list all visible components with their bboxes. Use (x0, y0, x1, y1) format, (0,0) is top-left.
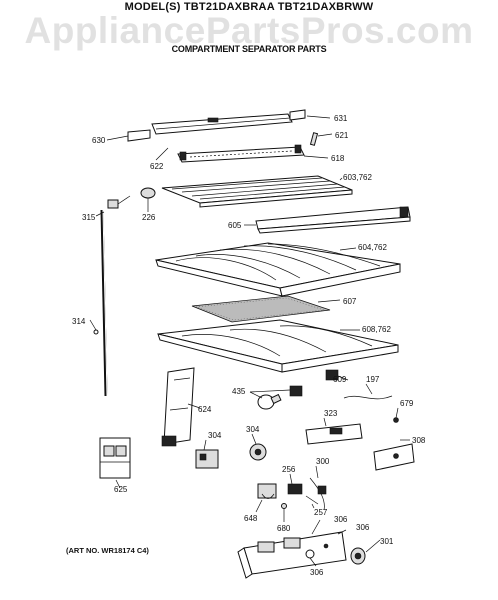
part-256-overload (287, 483, 303, 495)
callout-607: 607 (343, 297, 357, 306)
watermark: AppliancePartsPros.com (24, 10, 474, 51)
callout-680: 680 (277, 524, 291, 533)
callout-306-a: 306 (334, 515, 348, 524)
callout-197: 197 (366, 375, 380, 384)
part-631-insert (289, 109, 306, 121)
part-197-harness (343, 395, 393, 400)
callout-257: 257 (314, 508, 328, 517)
callout-304-b: 304 (246, 425, 260, 434)
part-308-switch (373, 443, 415, 471)
part-226-clip (140, 187, 156, 199)
callout-256: 256 (282, 465, 296, 474)
part-314-rod (93, 209, 108, 397)
callout-624: 624 (198, 405, 212, 414)
callout-679: 679 (400, 399, 414, 408)
part-301-knob (350, 547, 366, 565)
callout-625: 625 (114, 485, 128, 494)
callout-621: 621 (335, 131, 349, 140)
callout-435: 435 (232, 387, 246, 396)
callout-618: 618 (331, 154, 345, 163)
part-304-block-a (195, 449, 219, 469)
callout-314: 314 (72, 317, 86, 326)
callout-323: 323 (324, 409, 338, 418)
callout-608: 608,762 (362, 325, 391, 334)
callout-306-b: 306 (356, 523, 370, 532)
part-648-relay (257, 483, 277, 499)
part-315-hinge (107, 195, 131, 209)
part-306-housing (237, 531, 347, 579)
callout-304-a: 304 (208, 431, 222, 440)
callout-609: 609 (333, 375, 347, 384)
callout-631: 631 (334, 114, 348, 123)
part-680-screw (281, 503, 287, 509)
callout-306-c: 306 (310, 568, 324, 577)
part-624-duct (161, 367, 195, 447)
part-323-bracket (305, 423, 363, 445)
callout-630: 630 (92, 136, 106, 145)
part-257-wire (305, 495, 319, 505)
part-618-rail (177, 144, 305, 163)
callout-622: 622 (150, 162, 164, 171)
part-604-divider-pan (155, 242, 401, 297)
callout-301: 301 (380, 537, 394, 546)
part-605-channel (255, 206, 411, 234)
part-625-damper (99, 437, 131, 479)
art-number: (ART NO. WR18174 C4) (66, 546, 149, 555)
model-title: MODEL(S) TBT21DAXBRAA TBT21DAXBRWW (124, 1, 374, 13)
part-621-pin (309, 132, 319, 146)
part-435-lamp (257, 385, 303, 410)
callout-315: 315 (82, 213, 96, 222)
part-630-cover (127, 129, 151, 142)
callout-605: 605 (228, 221, 242, 230)
callout-308: 308 (412, 436, 426, 445)
part-679-screw (393, 417, 399, 423)
part-609-clip (325, 369, 339, 381)
leader-lines (89, 115, 410, 567)
part-608-bottom-pan (157, 319, 399, 373)
callout-603: 603,762 (343, 173, 372, 182)
part-300-plug (309, 477, 327, 511)
part-603-shelf (161, 175, 353, 208)
part-607-insulation (191, 295, 331, 323)
callout-labels: 631 630 621 622 618 603,762 315 226 605 … (72, 114, 426, 577)
callout-300: 300 (316, 457, 330, 466)
section-title: COMPARTMENT SEPARATOR PARTS (171, 44, 327, 54)
callout-648: 648 (244, 514, 258, 523)
callout-226: 226 (142, 213, 156, 222)
part-622-top-frame (151, 113, 293, 135)
part-304-block-b (249, 443, 267, 461)
callout-604: 604,762 (358, 243, 387, 252)
